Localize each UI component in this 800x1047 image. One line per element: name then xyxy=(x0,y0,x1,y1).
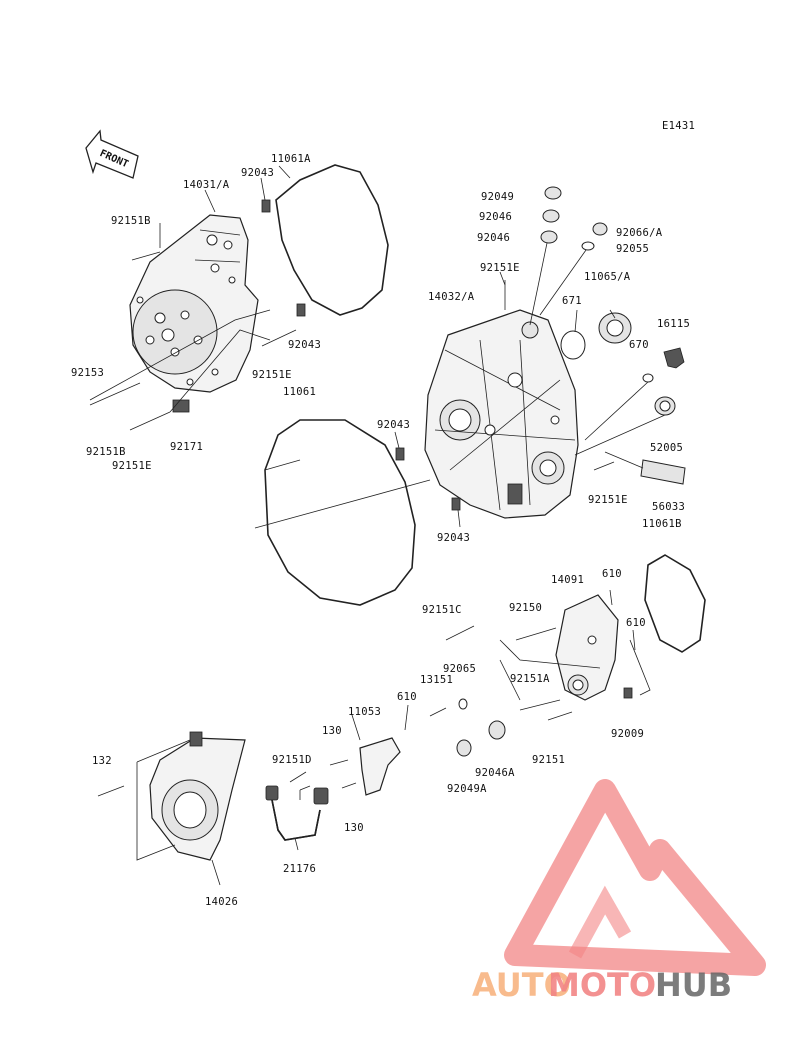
front-arrow-icon: FRONT xyxy=(85,129,139,179)
gasket-11061 xyxy=(264,419,416,606)
label-11065a: 11065/A xyxy=(584,271,631,283)
label-92043: 92043 xyxy=(377,419,410,431)
label-21176: 21176 xyxy=(283,863,316,875)
label-671: 671 xyxy=(562,295,582,307)
label-92055: 92055 xyxy=(616,243,649,255)
label-92151d: 92151D xyxy=(272,754,312,766)
label-132: 132 xyxy=(92,755,112,767)
pipe-21176 xyxy=(271,799,321,841)
label-92151e: 92151E xyxy=(252,369,292,381)
o-ring-92055 xyxy=(581,241,595,251)
o-ring-671 xyxy=(560,330,586,360)
label-92066a: 92066/A xyxy=(616,227,663,239)
label-14031a: 14031/A xyxy=(183,179,230,191)
label-670: 670 xyxy=(629,339,649,351)
label-92046a: 92046A xyxy=(475,767,515,779)
label-14026: 14026 xyxy=(205,896,238,908)
plug-92066a xyxy=(592,222,608,236)
fitting-11053 xyxy=(359,737,401,796)
logo-text-auto: AUTO xyxy=(472,966,571,1004)
left-engine-cover xyxy=(129,214,259,393)
label-610: 610 xyxy=(626,617,646,629)
gasket-11061b xyxy=(644,554,706,653)
label-92151e: 92151E xyxy=(480,262,520,274)
oil-plug-stack xyxy=(529,186,562,326)
label-11061a: 11061A xyxy=(271,153,311,165)
label-92151e: 92151E xyxy=(588,494,628,506)
pump-cover-14091 xyxy=(555,594,619,701)
label-92043: 92043 xyxy=(288,339,321,351)
sensor-16115 xyxy=(663,347,685,369)
label-92153: 92153 xyxy=(71,367,104,379)
label-92049a: 92049A xyxy=(447,783,487,795)
label-92151: 92151 xyxy=(532,754,565,766)
label-610: 610 xyxy=(602,568,622,580)
label-92151c: 92151C xyxy=(422,604,462,616)
sprocket-cover-14026 xyxy=(149,731,246,861)
label-13151: 13151 xyxy=(420,674,453,686)
label-92171: 92171 xyxy=(170,441,203,453)
label-92049: 92049 xyxy=(481,191,514,203)
label-92150: 92150 xyxy=(509,602,542,614)
leader-lines xyxy=(89,165,651,886)
label-92151e: 92151E xyxy=(112,460,152,472)
logo-text-hub: HUB xyxy=(655,966,732,1004)
label-92043: 92043 xyxy=(241,167,274,179)
label-610: 610 xyxy=(397,691,417,703)
label-52005: 52005 xyxy=(650,442,683,454)
diagram-code: E1431 xyxy=(662,120,695,132)
label-11061: 11061 xyxy=(283,386,316,398)
part-labels: 92049 92046 92046 92066/A 92055 11061A 9… xyxy=(71,153,690,908)
right-engine-cover xyxy=(424,309,579,519)
label-130: 130 xyxy=(322,725,342,737)
label-56033: 56033 xyxy=(652,501,685,513)
label-92151b: 92151B xyxy=(86,446,126,458)
plate-56033 xyxy=(640,459,686,485)
label-92046: 92046 xyxy=(479,211,512,223)
label-16115: 16115 xyxy=(657,318,690,330)
label-92046: 92046 xyxy=(477,232,510,244)
label-92043: 92043 xyxy=(437,532,470,544)
label-11061b: 11061B xyxy=(642,518,682,530)
label-92151b: 92151B xyxy=(111,215,151,227)
gasket-11061a xyxy=(275,164,389,316)
label-11053: 11053 xyxy=(348,706,381,718)
label-130: 130 xyxy=(344,822,364,834)
label-14032a: 14032/A xyxy=(428,291,475,303)
label-92065: 92065 xyxy=(443,663,476,675)
label-92151a: 92151A xyxy=(510,673,550,685)
automotohub-logo: AUTO MOTO HUB xyxy=(472,779,766,1004)
bolts xyxy=(89,199,633,797)
logo-text-moto: MOTO xyxy=(548,966,656,1004)
label-92009: 92009 xyxy=(611,728,644,740)
label-14091: 14091 xyxy=(551,574,584,586)
